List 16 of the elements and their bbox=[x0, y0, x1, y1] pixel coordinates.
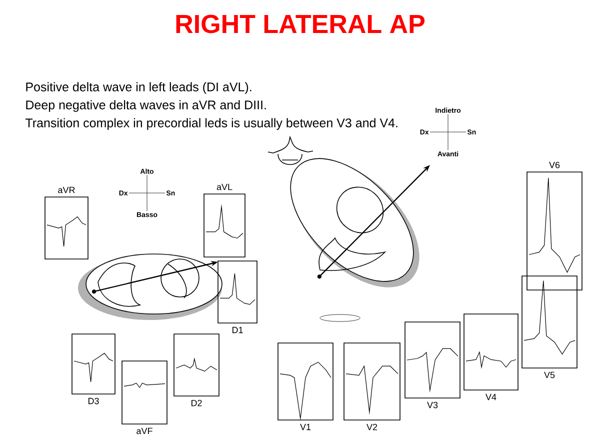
lead-label: V1 bbox=[300, 424, 311, 430]
lead-label: D1 bbox=[232, 326, 243, 334]
text-line: Deep negative delta waves in aVR and DIII. bbox=[26, 100, 266, 112]
lead-label: V4 bbox=[486, 394, 496, 400]
text-line: Transition complex in precordial leds is usually between V3 and V4. bbox=[25, 118, 398, 130]
title: RIGHT LATERAL AP bbox=[176, 14, 425, 34]
lead-label: V2 bbox=[366, 424, 378, 430]
lead-label: D3 bbox=[88, 398, 99, 404]
lead-label: D2 bbox=[191, 400, 202, 406]
text-line: Positive delta wave in left leads (DI aVL). bbox=[26, 82, 252, 94]
lead-label: aVR bbox=[58, 186, 75, 194]
lead-label: V6 bbox=[549, 162, 560, 168]
lead-label: V5 bbox=[544, 372, 555, 378]
lead-label: aVL bbox=[216, 184, 232, 190]
lead-label: aVF bbox=[136, 428, 152, 434]
lead-label: V3 bbox=[427, 402, 438, 408]
